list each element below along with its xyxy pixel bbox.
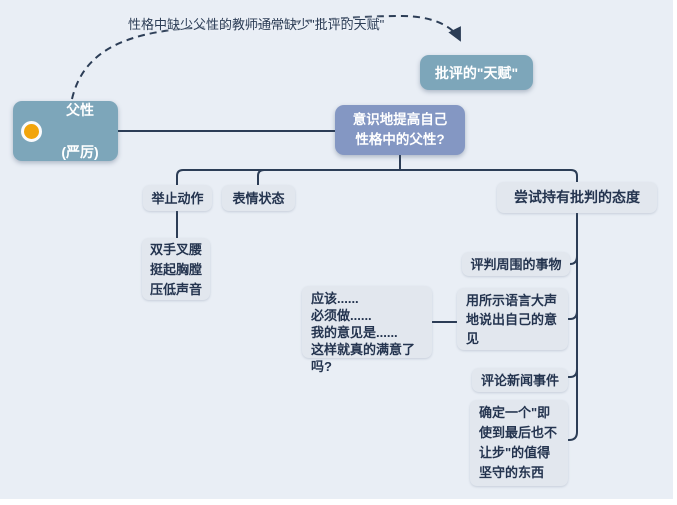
edge-label-text[interactable]: 性格中缺少父性的教师通常缺少"批评的天赋" bbox=[128, 17, 385, 32]
node-stand-firm[interactable]: 确定一个"即 使到最后也不 让步"的值得 坚守的东西 bbox=[470, 400, 568, 486]
node-phrases[interactable]: 应该...... 必须做...... 我的意见是...... 这样就真的满意了吗… bbox=[302, 286, 432, 374]
node-speak-aloud[interactable]: 用所示语言大声 地说出自己的意 见 bbox=[457, 288, 568, 350]
edge-main-rail bbox=[176, 169, 578, 441]
node-behavior[interactable]: 举止动作 bbox=[143, 185, 212, 211]
edge-hook-speak bbox=[568, 310, 578, 320]
node-expression[interactable]: 表情状态 bbox=[222, 185, 295, 211]
node-judge-surroundings[interactable]: 评判周围的事物 bbox=[462, 252, 570, 276]
edge-expression-elbow bbox=[257, 169, 400, 185]
edge-hook-news bbox=[568, 368, 578, 378]
node-root-label: 父性 (严厉) bbox=[42, 100, 118, 163]
node-raise-paternity[interactable]: 意识地提高自己 性格中的父性? bbox=[335, 105, 465, 155]
edge-root-to-talent-dashed bbox=[71, 14, 461, 100]
node-comment-news[interactable]: 评论新闻事件 bbox=[472, 368, 568, 392]
root-subtitle: (严厉) bbox=[61, 143, 99, 160]
page-edge-bottom bbox=[0, 499, 677, 505]
node-critic-talent[interactable]: 批评的"天赋" bbox=[420, 55, 533, 90]
node-root-paternity[interactable]: 父性 (严厉) bbox=[13, 101, 118, 161]
page-edge-right bbox=[673, 0, 677, 505]
root-title: 父性 bbox=[66, 101, 94, 118]
node-posture[interactable]: 双手叉腰 挺起胸膛 压低声音 bbox=[142, 238, 210, 300]
edge-hook-judge bbox=[568, 255, 578, 265]
topic-marker-icon bbox=[21, 120, 42, 142]
node-critical-attitude[interactable]: 尝试持有批判的态度 bbox=[497, 182, 657, 213]
